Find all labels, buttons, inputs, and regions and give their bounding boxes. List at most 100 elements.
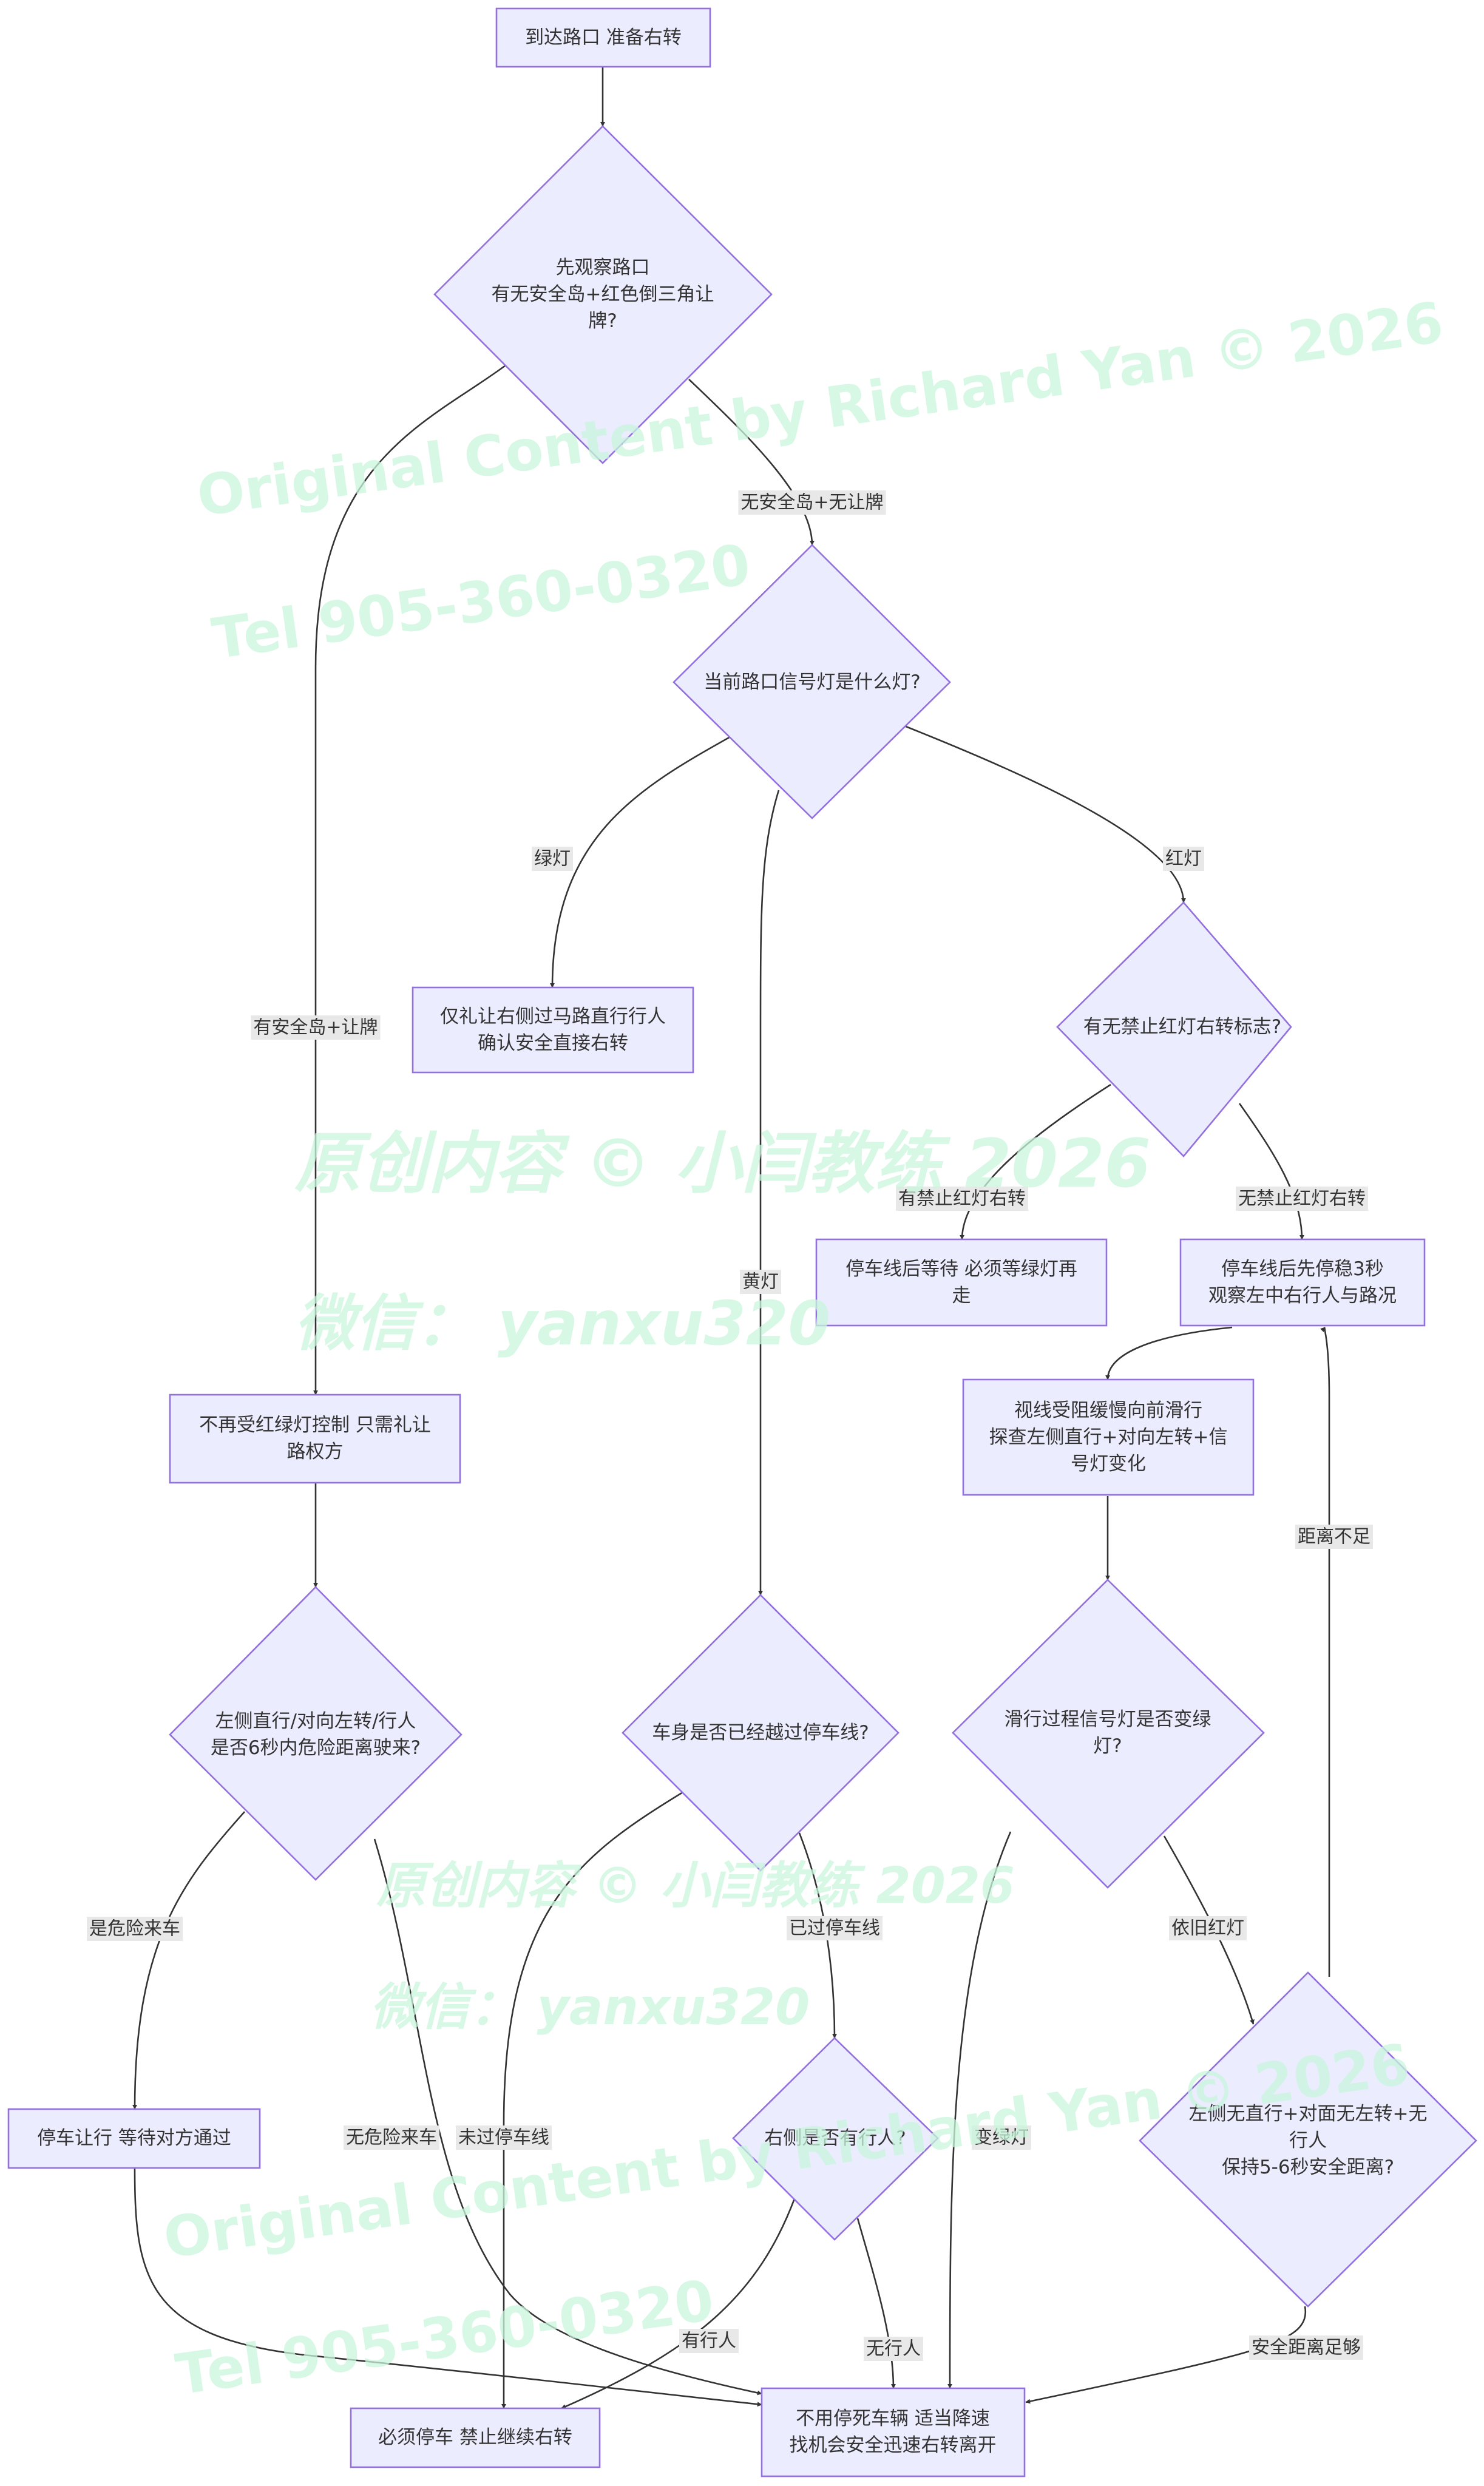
node-proceed-text: 不用停死车辆 适当降速找机会安全迅速右转离开: [790, 2408, 997, 2456]
node-q-signal: 当前路口信号灯是什么灯?: [673, 544, 951, 819]
node-text-line: 探查左侧直行+对向左转+信: [989, 1426, 1228, 1448]
node-text-line: 牌?: [588, 310, 617, 332]
edge-right-ped-to-must-stop: [561, 2196, 796, 2410]
svg-text:有行人: 有行人: [682, 2331, 736, 2352]
edge-island-to-signal: [688, 379, 815, 546]
node-text-line: 找机会安全迅速右转离开: [790, 2434, 997, 2456]
node-text-line: 路权方: [287, 1441, 344, 1463]
svg-text:无安全岛+无让牌: 无安全岛+无让牌: [740, 492, 883, 513]
watermark-tel-top: Tel 905-360-0320: [208, 532, 754, 672]
svg-text:未过停车线: 未过停车线: [458, 2127, 549, 2149]
node-yield-only-text: 不再受红绿灯控制 只需礼让路权方: [199, 1414, 431, 1463]
edge-label-no-ped: 无行人: [864, 2337, 923, 2361]
watermark-wechat-mid: 微信： yanxu320: [294, 1288, 830, 1359]
node-text-line: 停车线后先停稳3秒: [1221, 1258, 1384, 1280]
edge-signal-to-red: [904, 725, 1186, 903]
node-q-no-red-sign: 有无禁止红灯右转标志?: [1056, 901, 1292, 1157]
node-text-line: 观察左中右行人与路况: [1208, 1285, 1397, 1307]
svg-text:已过停车线: 已过停车线: [789, 1918, 880, 1939]
edge-label-has-sign: 有禁止红灯右转: [896, 1187, 1028, 1211]
node-text-line: 必须停车 禁止继续右转: [378, 2427, 572, 2448]
node-q-safe-gap-text: 左侧无直行+对面无左转+无行人保持5-6秒安全距离?: [1189, 2103, 1428, 2178]
edge-danger-to-yield-wait: [132, 1811, 245, 2110]
watermark-tel-bottom: Tel 905-360-0320: [172, 2268, 717, 2408]
edge-yield-wait-to-proceed: [134, 2167, 762, 2407]
svg-text:安全距离足够: 安全距离足够: [1252, 2337, 1361, 2359]
svg-text:变绿灯: 变绿灯: [974, 2127, 1029, 2149]
svg-text:黄灯: 黄灯: [742, 1272, 779, 1293]
node-q-island: 先观察路口有无安全岛+红色倒三角让牌?: [433, 125, 773, 464]
svg-text:有禁止红灯右转: 有禁止红灯右转: [898, 1188, 1026, 1210]
watermark-cn-mid: 原创内容 © 小闫教练 2026: [294, 1125, 1151, 1202]
node-q-safe-gap: 左侧无直行+对面无左转+无行人保持5-6秒安全距离?: [1139, 1971, 1477, 2308]
edge-danger-to-proceed: [373, 1838, 762, 2396]
node-q-danger-text: 左侧直行/对向左转/行人是否6秒内危险距离驶来?: [211, 1710, 421, 1759]
edge-label-enough: 安全距离足够: [1249, 2335, 1363, 2360]
node-text-line: 有无安全岛+红色倒三角让: [492, 283, 714, 305]
watermark-cn-low: 原创内容 © 小闫教练 2026: [376, 1857, 1015, 1915]
svg-text:无行人: 无行人: [866, 2339, 921, 2360]
edge-label-green: 绿灯: [532, 847, 573, 871]
node-stop-observe: 停车线后先停稳3秒观察左中右行人与路况: [1179, 1238, 1426, 1327]
node-text-line: 滑行过程信号灯是否变绿: [1005, 1709, 1211, 1730]
node-q-turn-green: 滑行过程信号灯是否变绿灯?: [952, 1579, 1265, 1889]
node-q-right-ped: 右侧是否有行人?: [732, 2037, 939, 2241]
node-stop-observe-text: 停车线后先停稳3秒观察左中右行人与路况: [1208, 1258, 1397, 1307]
edge-label-turned-green: 变绿灯: [972, 2125, 1031, 2150]
edge-sign-to-wait: [960, 1083, 1111, 1240]
svg-text:依旧红灯: 依旧红灯: [1171, 1918, 1244, 1939]
edge-past-line-to-must-stop: [501, 1791, 683, 2409]
node-proceed: 不用停死车辆 适当降速找机会安全迅速右转离开: [761, 2387, 1026, 2478]
node-wait-green-text: 停车线后等待 必须等绿灯再走: [845, 1258, 1077, 1307]
svg-text:是危险来车: 是危险来车: [89, 1919, 180, 1940]
node-q-past-line-text: 车身是否已经越过停车线?: [652, 1722, 869, 1744]
node-text-line: 左侧直行/对向左转/行人: [215, 1710, 416, 1732]
svg-text:无危险来车: 无危险来车: [346, 2127, 437, 2149]
edge-label-not-passed: 未过停车线: [456, 2125, 552, 2150]
node-creep-text: 视线受阻缓慢向前滑行探查左侧直行+对向左转+信号灯变化: [989, 1400, 1228, 1475]
edge-sign-to-stop: [1238, 1103, 1304, 1240]
node-text-line: 停车让行 等待对方通过: [37, 2127, 231, 2149]
edge-label-passed: 已过停车线: [787, 1916, 883, 1940]
node-creep: 视线受阻缓慢向前滑行探查左侧直行+对向左转+信号灯变化: [962, 1378, 1255, 1496]
svg-text:绿灯: 绿灯: [534, 848, 571, 870]
node-q-past-line: 车身是否已经越过停车线?: [622, 1594, 900, 1872]
node-text-line: 确认安全直接右转: [478, 1032, 628, 1054]
edge-label-has-island: 有安全岛+让牌: [251, 1015, 381, 1040]
edge-stop-to-creep: [1105, 1326, 1233, 1380]
node-text-line: 有无禁止红灯右转标志?: [1083, 1016, 1281, 1038]
node-text-line: 号灯变化: [1071, 1453, 1146, 1475]
node-text-line: 行人: [1289, 2130, 1327, 2152]
edge-label-no-sign: 无禁止红灯右转: [1236, 1187, 1368, 1211]
svg-text:有安全岛+让牌: 有安全岛+让牌: [253, 1017, 378, 1038]
node-start-text: 到达路口 准备右转: [525, 27, 682, 49]
svg-text:无禁止红灯右转: 无禁止红灯右转: [1238, 1188, 1366, 1210]
node-text-line: 先观察路口: [556, 257, 650, 279]
edge-label-not-enough: 距离不足: [1295, 1525, 1373, 1549]
watermark-wechat-low: 微信： yanxu320: [370, 1979, 810, 2036]
node-text-line: 仅礼让右侧过马路直行行人: [440, 1006, 666, 1028]
node-yield-wait-text: 停车让行 等待对方通过: [37, 2127, 231, 2149]
node-start: 到达路口 准备右转: [495, 7, 711, 68]
svg-text:距离不足: 距离不足: [1298, 1526, 1370, 1548]
node-yield-only: 不再受红绿灯控制 只需礼让路权方: [169, 1394, 461, 1484]
node-green-action: 仅礼让右侧过马路直行行人确认安全直接右转: [412, 986, 694, 1074]
edge-label-still-red: 依旧红灯: [1169, 1916, 1247, 1940]
node-text-line: 到达路口 准备右转: [525, 27, 682, 49]
node-text-line: 当前路口信号灯是什么灯?: [703, 671, 920, 693]
edge-label-danger: 是危险来车: [87, 1917, 183, 1941]
edge-signal-to-green: [550, 735, 732, 988]
node-must-stop: 必须停车 禁止继续右转: [350, 2407, 601, 2468]
edge-gap-to-stop-loop: [1320, 1327, 1330, 1977]
edge-turn-green-to-proceed: [947, 1831, 1012, 2389]
node-q-danger: 左侧直行/对向左转/行人是否6秒内危险距离驶来?: [169, 1586, 462, 1881]
edge-label-no-island: 无安全岛+无让牌: [738, 490, 886, 515]
edge-label-red: 红灯: [1163, 847, 1204, 871]
node-text-line: 不用停死车辆 适当降速: [796, 2408, 990, 2430]
node-q-turn-green-text: 滑行过程信号灯是否变绿灯?: [1005, 1709, 1211, 1757]
edge-labels: 无安全岛+无让牌 有安全岛+让牌 绿灯 黄灯 红灯 有禁止红灯右转 无禁止红灯右…: [87, 490, 1373, 2361]
node-q-no-red-sign-text: 有无禁止红灯右转标志?: [1083, 1016, 1281, 1038]
edge-label-no-danger: 无危险来车: [344, 2125, 439, 2150]
node-text-line: 左侧无直行+对面无左转+无: [1189, 2103, 1428, 2125]
